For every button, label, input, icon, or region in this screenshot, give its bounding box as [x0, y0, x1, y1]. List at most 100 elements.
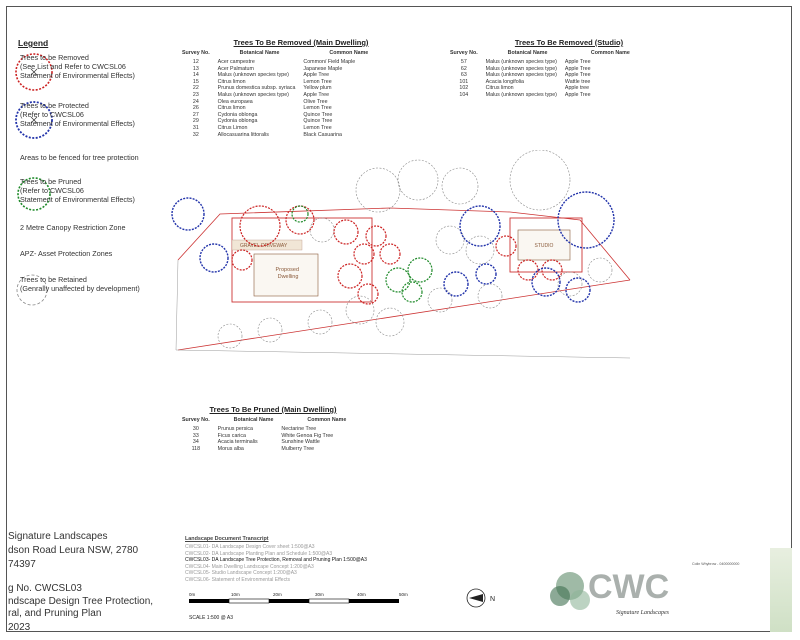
survey-number: 62 — [460, 65, 467, 72]
survey-number: 27 — [192, 111, 199, 118]
protected-tree — [199, 243, 229, 273]
botanical-name: Malus (unknown species type) — [485, 65, 557, 72]
botanical-name: Prunus persica — [217, 426, 254, 432]
survey-number: 31 — [192, 124, 199, 131]
legend-protected-label: Trees to be Protected (Refer to CWCSL06 … — [20, 101, 135, 128]
retained-trees — [217, 150, 613, 349]
scale-label: SCALE 1:500 @ A3 — [189, 615, 233, 621]
removed-main-table-block: Trees To Be Removed (Main Dwelling) Surv… — [178, 38, 388, 138]
company-logo: CWC Signature Landscapes — [550, 568, 670, 616]
transcript-item: CWCSL03- DA Landscape Tree Protection, R… — [185, 557, 367, 564]
common-name: Nectarine Tree — [281, 426, 317, 432]
retained-tree — [587, 257, 613, 283]
scale-segment — [189, 599, 229, 603]
pruned-tree — [401, 281, 423, 303]
survey-number: 33 — [192, 432, 199, 439]
survey-number: 57 — [460, 59, 467, 65]
protected-tree — [565, 277, 591, 303]
col-survey: Survey No. — [182, 417, 210, 423]
common-name: Apple Tree — [564, 72, 591, 79]
removed-main-title: Trees To Be Removed (Main Dwelling) — [233, 38, 369, 47]
common-name: Sunshine Wattle — [281, 439, 320, 446]
common-name: Japanese Maple — [303, 65, 343, 72]
scale-tick-label: 10m — [231, 592, 240, 597]
transcript-item: CWCSL06- Statement of Environmental Effe… — [185, 576, 290, 583]
common-name: Apple Tree — [564, 91, 591, 98]
survey-number: 12 — [192, 59, 199, 65]
logo-text: CWC — [588, 568, 669, 606]
retained-tree — [441, 167, 479, 205]
scale-tick-label: 20m — [273, 592, 282, 597]
common-name: Mulberry Tree — [281, 445, 315, 452]
removed-tree — [231, 249, 253, 271]
removed-tree — [495, 235, 517, 257]
table-row: 30 Prunus persica Nectarine Tree — [178, 426, 350, 433]
retained-tree — [375, 307, 405, 337]
legend-item-canopy-zone: 2 Metre Canopy Restriction Zone — [14, 220, 174, 260]
botanical-name: Malus (unknown species type) — [485, 72, 557, 79]
removed-tree — [239, 205, 281, 247]
col-survey: Survey No. — [450, 50, 478, 56]
botanical-name: Citrus limon — [217, 78, 246, 85]
pruned-tree — [407, 257, 433, 283]
common-name: Yellow plum — [303, 85, 332, 92]
pruned-tree — [385, 267, 411, 293]
transcript-item: CWCSL05- Studio Landscape Concept 1:200@… — [185, 570, 297, 577]
legend-item-fenced: Areas to be fenced for tree protection — [14, 150, 174, 190]
survey-number: 30 — [192, 426, 199, 432]
corner-graphic — [770, 548, 792, 632]
pruned-main-table-block: Trees To Be Pruned (Main Dwelling) Surve… — [178, 405, 388, 452]
retained-tree — [477, 283, 503, 309]
drawing-date: 2023 — [8, 622, 31, 633]
survey-number: 26 — [192, 105, 199, 112]
botanical-name: Cydonia oblonga — [217, 118, 258, 125]
legend-apz-label: APZ- Asset Protection Zones — [20, 249, 113, 258]
scale-tick-label: 40m — [357, 592, 366, 597]
company-address: dson Road Leura NSW, 2780 — [8, 545, 139, 556]
botanical-name: Malus (unknown species type) — [485, 91, 557, 98]
north-arrow-icon — [469, 594, 483, 602]
legend-item-pruned: Trees to be Pruned (Refer to CWCSL06 Sta… — [14, 174, 174, 214]
north-arrow: N — [466, 588, 495, 608]
scale-segment — [269, 599, 309, 603]
botanical-name: Citrus limon — [217, 105, 246, 112]
removed-tree — [353, 243, 375, 265]
col-survey: Survey No. — [182, 50, 210, 56]
common-name: Apple tree — [564, 85, 590, 92]
logo-leaf — [570, 590, 590, 610]
north-label: N — [490, 596, 495, 603]
botanical-name: Cydonia oblonga — [217, 111, 258, 118]
contact-name: Colin Whybrow - 0400000000 — [692, 562, 740, 566]
common-name: Apple Tree — [303, 72, 330, 79]
botanical-name: Citrus limon — [485, 85, 514, 92]
retained-tree-icon — [16, 274, 48, 306]
botanical-name: Ficus carica — [217, 432, 246, 439]
retained-tree — [345, 295, 375, 325]
proposed-dwelling — [253, 253, 319, 297]
protected-tree-icon — [15, 101, 53, 139]
logo-signature: Signature Landscapes — [616, 610, 670, 616]
survey-number: 24 — [192, 98, 199, 105]
protected-tree — [443, 271, 469, 297]
drawing-title: ndscape Design Tree Protection, ral, and… — [8, 596, 154, 619]
removed-studio-table: Survey No. Botanical Name Common Name 57… — [446, 50, 634, 99]
removed-studio-table-block: Trees To Be Removed (Studio) Survey No. … — [446, 38, 656, 99]
sheet-border — [6, 6, 792, 632]
retained-tree — [435, 225, 465, 255]
